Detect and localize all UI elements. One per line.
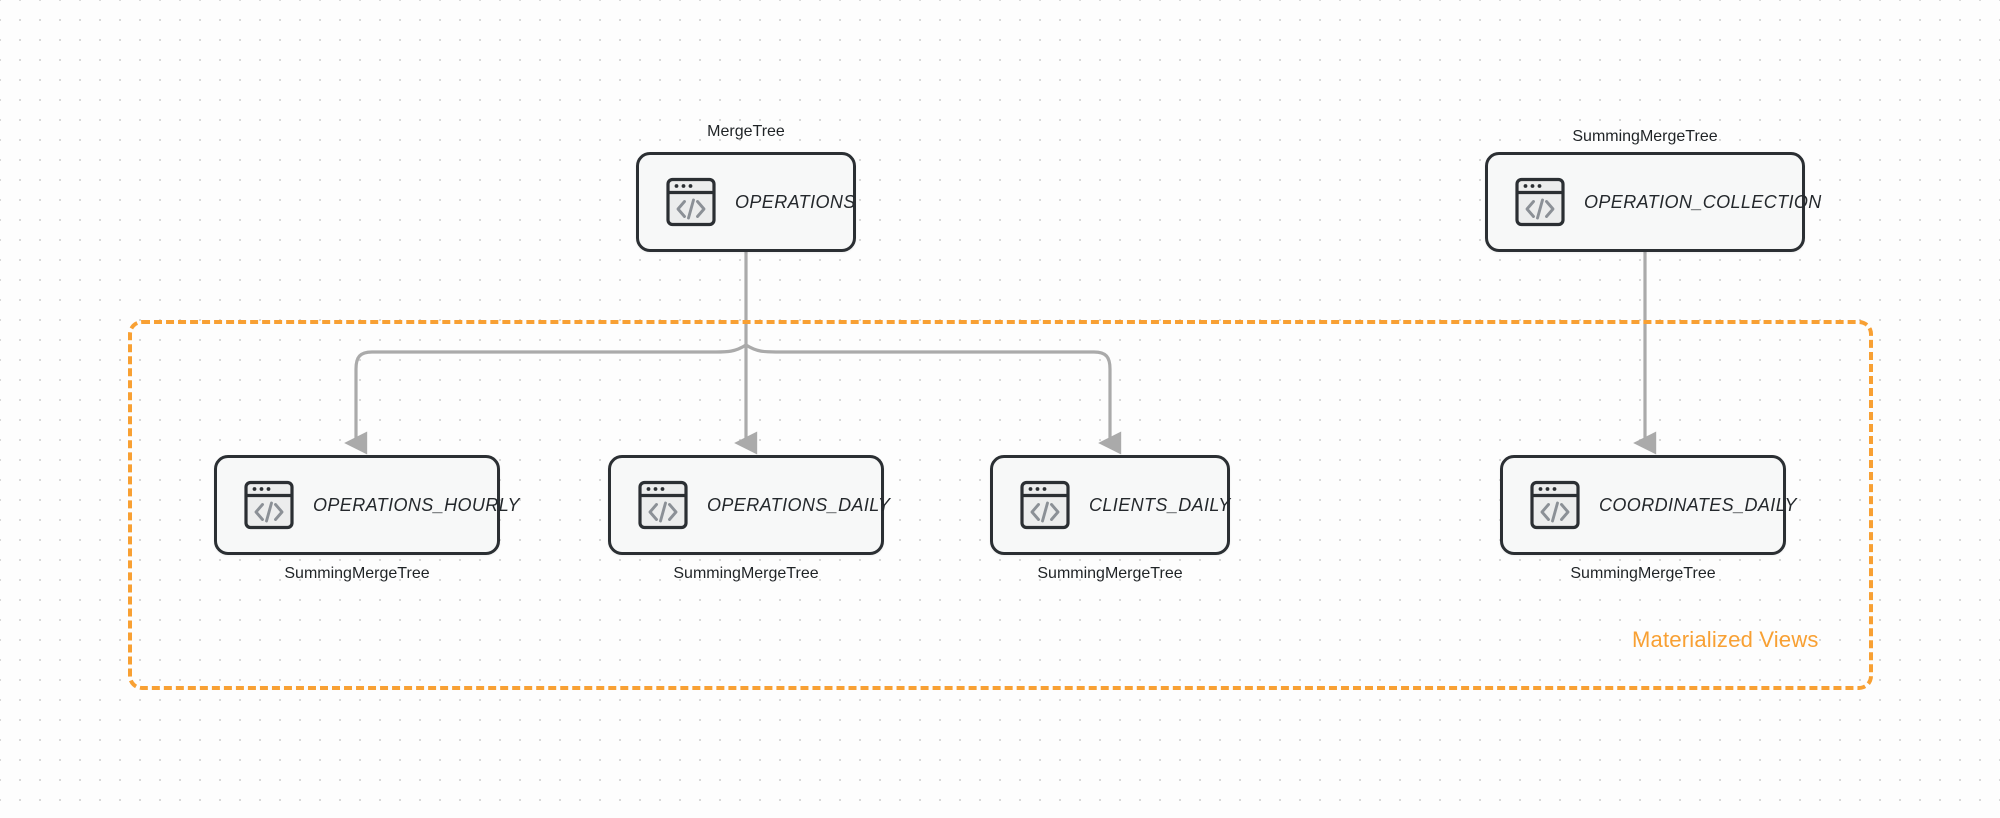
engine-caption-clients-daily: SummingMergeTree — [1037, 565, 1183, 582]
node-label-clients-daily: CLIENTS_DAILY — [1089, 494, 1231, 515]
engine-caption-operations: MergeTree — [707, 123, 785, 140]
node-clients-daily[interactable]: CLIENTS_DAILY — [990, 455, 1230, 555]
code-window-icon — [1529, 477, 1581, 533]
node-operations-daily[interactable]: OPERATIONS_DAILY — [608, 455, 890, 555]
node-operations[interactable]: OPERATIONS — [636, 152, 856, 252]
code-window-icon — [1514, 174, 1566, 230]
node-label-operations: OPERATIONS — [735, 191, 856, 212]
engine-caption-operations-hourly: SummingMergeTree — [284, 565, 430, 582]
code-window-icon — [243, 477, 295, 533]
node-label-operations-daily: OPERATIONS_DAILY — [707, 494, 891, 515]
engine-caption-coordinates-daily: SummingMergeTree — [1570, 565, 1716, 582]
node-operations-hourly[interactable]: OPERATIONS_HOURLY — [214, 455, 519, 555]
node-label-operations-hourly: OPERATIONS_HOURLY — [313, 494, 520, 515]
materialized-views-group — [128, 320, 1873, 690]
code-window-icon — [637, 477, 689, 533]
node-coordinates-daily[interactable]: COORDINATES_DAILY — [1500, 455, 1796, 555]
node-operation-collection[interactable]: OPERATION_COLLECTION — [1485, 152, 1821, 252]
code-window-icon — [1019, 477, 1071, 533]
node-label-coordinates-daily: COORDINATES_DAILY — [1599, 494, 1797, 515]
code-window-icon — [665, 174, 717, 230]
materialized-views-group-label: Materialized Views — [1632, 627, 1819, 652]
node-label-operation-collection: OPERATION_COLLECTION — [1584, 191, 1822, 212]
engine-caption-operations-daily: SummingMergeTree — [673, 565, 819, 582]
engine-caption-operation-collection: SummingMergeTree — [1572, 128, 1718, 145]
